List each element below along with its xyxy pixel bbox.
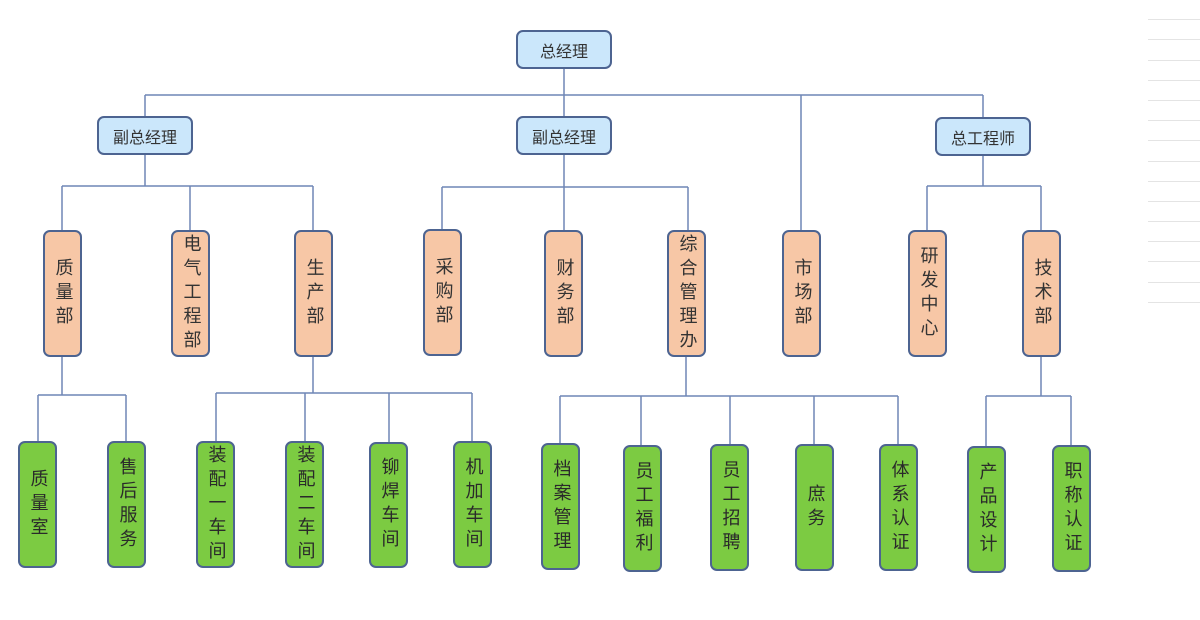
node-label: 体系认证 (888, 459, 910, 556)
node-label: 综合管理办 (676, 233, 698, 354)
node-finance-dept: 财务部 (544, 230, 583, 357)
node-label: 技术部 (1031, 257, 1053, 330)
node-label: 副总经理 (112, 127, 177, 147)
node-general-affairs: 庶务 (795, 444, 834, 571)
node-recruitment: 员工招聘 (710, 444, 749, 571)
node-label: 档案管理 (550, 458, 572, 555)
node-label: 职称认证 (1061, 460, 1083, 557)
node-chief-engineer: 总工程师 (935, 117, 1031, 156)
node-label: 庶务 (804, 483, 826, 532)
node-general-manager: 总经理 (516, 30, 612, 69)
node-archives: 档案管理 (541, 443, 580, 570)
node-after-sales: 售后服务 (107, 441, 146, 568)
node-machining-workshop: 机加车间 (453, 441, 492, 568)
node-label: 电气工程部 (180, 233, 202, 354)
node-label: 总经理 (539, 41, 588, 61)
node-label: 研发中心 (917, 245, 939, 342)
node-label: 售后服务 (116, 456, 138, 553)
node-system-certification: 体系认证 (879, 444, 918, 571)
node-deputy-gm-2: 副总经理 (516, 116, 612, 155)
faint-ruled-lines (1148, 0, 1200, 310)
node-label: 机加车间 (462, 456, 484, 553)
node-label: 铆焊车间 (378, 457, 400, 553)
node-deputy-gm-1: 副总经理 (97, 116, 193, 155)
node-label: 员工福利 (632, 460, 654, 557)
node-welding-workshop: 铆焊车间 (369, 442, 408, 568)
node-label: 生产部 (303, 257, 325, 330)
node-label: 质量部 (52, 257, 74, 330)
node-purchasing-dept: 采购部 (423, 229, 462, 356)
node-assembly-workshop-2: 装配二车间 (285, 441, 324, 568)
node-label: 装配一车间 (205, 444, 227, 565)
node-tech-dept: 技术部 (1022, 230, 1061, 357)
node-admin-office: 综合管理办 (667, 230, 706, 357)
node-label: 员工招聘 (719, 459, 741, 556)
node-label: 总工程师 (950, 128, 1015, 148)
node-title-certification: 职称认证 (1052, 445, 1091, 572)
node-assembly-workshop-1: 装配一车间 (196, 441, 235, 568)
node-employee-benefits: 员工福利 (623, 445, 662, 572)
node-label: 市场部 (791, 257, 813, 330)
node-rnd-center: 研发中心 (908, 230, 947, 357)
node-label: 副总经理 (531, 127, 596, 147)
node-production-dept: 生产部 (294, 230, 333, 357)
node-quality-dept: 质量部 (43, 230, 82, 357)
node-electrical-dept: 电气工程部 (171, 230, 210, 357)
node-label: 装配二车间 (294, 444, 316, 565)
node-label: 财务部 (553, 257, 575, 330)
node-label: 产品设计 (976, 461, 998, 558)
node-product-design: 产品设计 (967, 446, 1006, 573)
node-marketing-dept: 市场部 (782, 230, 821, 357)
node-quality-room: 质量室 (18, 441, 57, 568)
node-label: 质量室 (27, 468, 49, 541)
node-label: 采购部 (432, 256, 454, 329)
